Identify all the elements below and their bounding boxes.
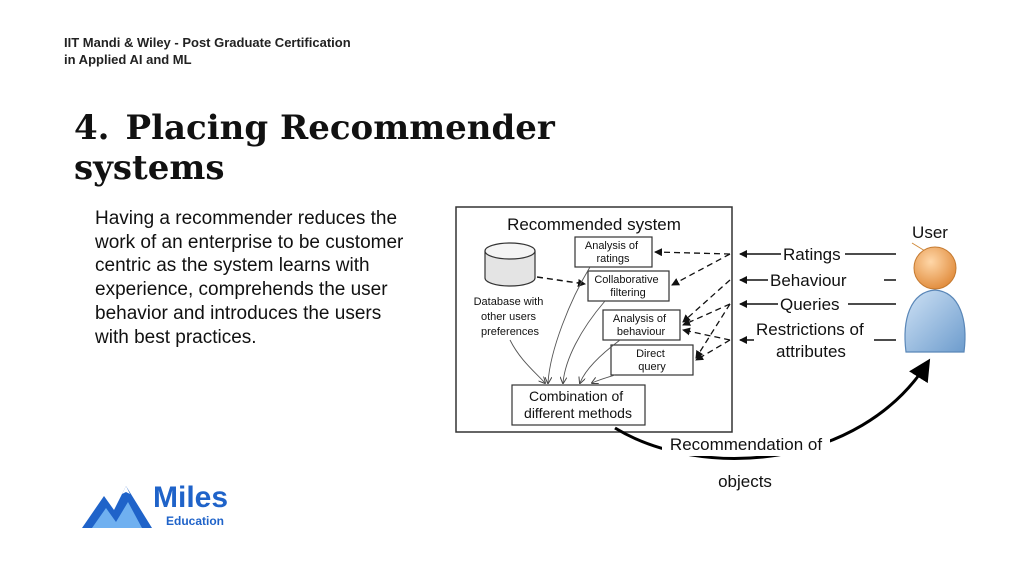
analysis-ratings-box bbox=[574, 236, 653, 268]
recommendation-label-2: objects bbox=[718, 472, 772, 491]
input-behaviour: Behaviour bbox=[770, 271, 847, 290]
recommendation-label-bg bbox=[662, 434, 830, 456]
collaborative-l1: Collaborative bbox=[594, 274, 658, 286]
collaborative-box bbox=[587, 270, 670, 302]
database-label-3: preferences bbox=[481, 326, 540, 338]
course-header: IIT Mandi & Wiley - Post Graduate Certif… bbox=[64, 34, 351, 68]
input-restrictions: Restrictions of attributes bbox=[756, 320, 868, 361]
input-queries: Queries bbox=[780, 295, 840, 314]
database-icon bbox=[484, 242, 536, 287]
logo-brand: Miles bbox=[153, 481, 229, 514]
title-line1: Placing Recommender bbox=[125, 108, 555, 148]
input-restrictions-l2: attributes bbox=[776, 342, 846, 361]
combination-l2: different methods bbox=[524, 405, 632, 421]
title-line2: systems bbox=[74, 148, 225, 188]
direct-query-l1: Direct bbox=[636, 348, 665, 360]
input-restrictions-l1: Restrictions of bbox=[756, 320, 864, 339]
analysis-behaviour-l1: Analysis of bbox=[613, 313, 667, 325]
user-icon bbox=[904, 246, 966, 353]
title-number: 4. bbox=[74, 108, 110, 148]
input-ratings: Ratings bbox=[783, 245, 841, 264]
svg-text:Analysis of ratings: Analysis of ratings bbox=[585, 240, 641, 265]
mountain-logo-icon bbox=[82, 486, 152, 528]
dashed-input-arrows bbox=[654, 248, 731, 361]
user-label: User bbox=[912, 223, 948, 242]
slide-title: 4. Placing Recommender systems bbox=[74, 108, 555, 188]
recommendation-label-1: Recommendation of bbox=[670, 435, 822, 454]
svg-text:Direct query: Direct query bbox=[636, 348, 668, 373]
direct-query-l2: query bbox=[638, 361, 666, 373]
analysis-ratings-l1: Analysis of bbox=[585, 240, 639, 252]
analysis-behaviour-box bbox=[602, 309, 681, 341]
svg-text:Combination of different m: Combination of different methods bbox=[524, 388, 632, 421]
combination-box bbox=[511, 384, 646, 426]
course-header-line2: in Applied AI and ML bbox=[64, 52, 192, 67]
body-paragraph: Having a recommender reduces the work of… bbox=[95, 208, 404, 348]
miles-logo: Miles Education bbox=[82, 482, 252, 532]
system-title: Recommended system bbox=[507, 215, 681, 234]
direct-query-box bbox=[610, 344, 694, 376]
db-to-collaborative-arrow bbox=[536, 276, 586, 287]
svg-text:Analysis of behaviour: Analysis of behaviour bbox=[613, 313, 669, 338]
combination-l1: Combination of bbox=[529, 388, 623, 404]
input-lines bbox=[739, 250, 896, 344]
logo-sub: Education bbox=[166, 514, 225, 528]
database-label-2: other users bbox=[481, 311, 537, 323]
analysis-behaviour-l2: behaviour bbox=[617, 326, 666, 338]
database-label: Database with other users preferences bbox=[474, 296, 547, 338]
svg-text:Collaborative filtering: Collaborative filtering bbox=[594, 274, 661, 299]
course-header-line1: IIT Mandi & Wiley - Post Graduate Certif… bbox=[64, 35, 351, 50]
database-label-1: Database with bbox=[474, 296, 544, 308]
combination-feed-arrows bbox=[509, 266, 621, 383]
collaborative-l2: filtering bbox=[610, 287, 645, 299]
analysis-ratings-l2: ratings bbox=[596, 253, 630, 265]
